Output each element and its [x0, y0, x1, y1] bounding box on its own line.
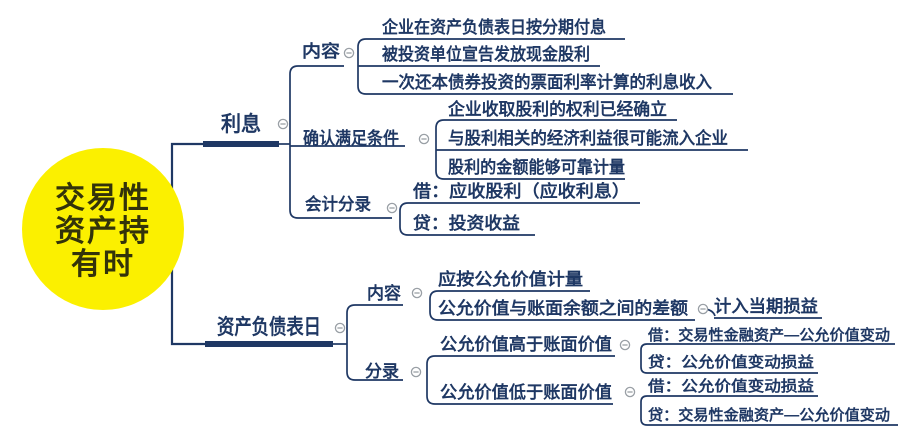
node-bsd-entries[interactable]: 分录 [365, 362, 399, 381]
leaf-entry-debit[interactable]: 借：应收股利（应收利息） [412, 181, 630, 201]
node-fv-higher[interactable]: 公允价值高于账面价值 [440, 334, 612, 354]
bracket-fv-higher [640, 343, 895, 374]
bracket-fv-lower [640, 395, 898, 426]
leaf-fv-higher-credit[interactable]: 贷：公允价值变动损益 [648, 353, 814, 371]
leaf-condition-1[interactable]: 企业收取股利的权利已经确立 [447, 99, 667, 119]
leaf-include-current-pnl[interactable]: 计入当期损益 [714, 296, 818, 316]
trunk-interest [289, 65, 392, 219]
leaf-entry-credit[interactable]: 贷：投资收益 [413, 213, 520, 233]
node-fv-book-difference[interactable]: 公允价值与账面余额之间的差额 [438, 298, 688, 318]
leaf-fv-higher-debit[interactable]: 借：交易性金融资产—公允价值变动 [647, 326, 890, 344]
node-bsd-content[interactable]: 内容 [367, 283, 401, 303]
toggle-bsd-content[interactable] [411, 287, 423, 299]
toggle-bsd-entries[interactable] [410, 366, 422, 378]
leaf-interest-content-3[interactable]: 一次还本债券投资的票面利率计算的利息收入 [382, 72, 712, 92]
toggle-fv-higher[interactable] [619, 339, 631, 351]
toggle-difference[interactable] [697, 303, 709, 315]
leaf-interest-content-2[interactable]: 被投资单位宣告发放现金股利 [382, 44, 590, 64]
trunk-bsd [346, 304, 403, 381]
node-accounting-entries[interactable]: 会计分录 [305, 194, 371, 214]
root-label-line1: 交易性 [55, 181, 151, 215]
leaf-fv-lower-credit[interactable]: 贷：交易性金融资产—公允价值变动 [648, 406, 890, 424]
root-label-line3: 有时 [71, 248, 135, 281]
node-fv-lower[interactable]: 公允价值低于账面价值 [440, 382, 612, 402]
toggle-fv-lower[interactable] [624, 386, 636, 398]
toggle-entries[interactable] [386, 202, 398, 214]
root-circle[interactable] [22, 148, 184, 310]
leaf-fv-lower-debit[interactable]: 借：公允价值变动损益 [647, 377, 814, 395]
toggle-interest[interactable] [277, 118, 289, 130]
leaf-condition-2[interactable]: 与股利相关的经济利益很可能流入企业 [448, 128, 728, 148]
leaf-condition-3[interactable]: 股利的金额能够可靠计量 [448, 157, 625, 177]
leaf-interest-content-1[interactable]: 企业在资产负债表日按分期付息 [381, 17, 606, 37]
bracket-bsd-entries [426, 355, 615, 405]
bracket-bsd-content [429, 290, 695, 321]
bracket-entries [399, 202, 640, 236]
branch-interest[interactable]: 利息 [221, 112, 261, 136]
toggle-conditions[interactable] [418, 133, 430, 145]
root-label-line2: 资产持 [55, 215, 151, 248]
leaf-measure-fair-value[interactable]: 应按公允价值计量 [438, 269, 583, 289]
connector-lines [170, 38, 898, 426]
collapse-toggles [277, 47, 709, 398]
node-recognition-conditions[interactable]: 确认满足条件 [303, 128, 399, 148]
toggle-interest-content[interactable] [343, 47, 355, 59]
elbow-to-balance-sheet-date [170, 263, 205, 346]
node-interest-content[interactable]: 内容 [302, 41, 340, 61]
branch-balance-sheet-date[interactable]: 资产负债表日 [217, 315, 321, 339]
elbow-to-interest [170, 142, 203, 193]
root-topic[interactable]: 交易性 资产持 有时 [22, 148, 184, 310]
toggle-balance-sheet-date[interactable] [334, 322, 346, 334]
